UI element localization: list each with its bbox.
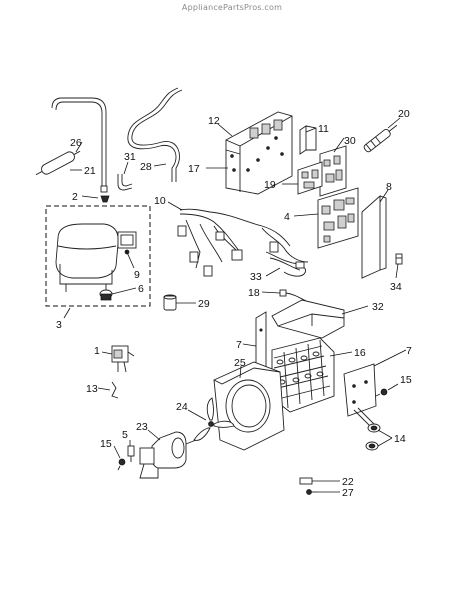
callout-9: 9 (134, 269, 140, 281)
callout-34: 34 (390, 281, 402, 293)
drier-part[interactable] (34, 147, 83, 179)
callout-14: 14 (394, 433, 406, 445)
callout-15-right: 15 (400, 374, 412, 386)
suction-tube-part[interactable] (51, 97, 108, 193)
callout-30: 30 (344, 135, 356, 147)
callout-10: 10 (154, 195, 166, 207)
evaporator-fan-motor-part[interactable] (139, 431, 197, 479)
callout-5: 5 (122, 429, 128, 441)
callout-23: 23 (136, 421, 148, 433)
callout-32: 32 (372, 301, 384, 313)
callout-11: 11 (318, 123, 329, 135)
capillary-tube-part[interactable] (127, 87, 183, 182)
compressor-part[interactable] (55, 223, 119, 292)
control-box-part[interactable] (225, 111, 293, 195)
electronic-control-board-part[interactable] (319, 145, 347, 197)
callout-3: 3 (56, 319, 62, 331)
callout-17: 17 (188, 163, 200, 175)
callout-20: 20 (398, 108, 410, 120)
callout-15-left: 15 (100, 438, 112, 450)
fan-blade-part[interactable] (193, 397, 235, 441)
tube-plug-part[interactable] (163, 294, 177, 311)
grommet-part[interactable] (100, 195, 110, 203)
screw-bottom-part[interactable] (306, 489, 319, 495)
sensor-bracket-part[interactable] (111, 345, 135, 373)
label-tag-part[interactable] (299, 477, 313, 485)
screw-left-part[interactable] (117, 458, 126, 471)
evaporator-cover-part[interactable] (271, 299, 345, 339)
callout-25: 25 (234, 357, 246, 369)
dispenser-control-board-part[interactable] (297, 161, 323, 195)
callout-8: 8 (386, 181, 392, 193)
temperature-thermistor-part[interactable] (363, 122, 399, 153)
compressor-grommet-part[interactable] (99, 289, 113, 301)
callout-18: 18 (248, 287, 260, 299)
callout-12: 12 (208, 115, 220, 127)
callout-27: 27 (342, 487, 354, 499)
callout-22: 22 (342, 476, 354, 488)
callout-16: 16 (354, 347, 366, 359)
callout-24: 24 (176, 401, 188, 413)
callout-6: 6 (138, 283, 144, 295)
mounting-clip-part[interactable] (395, 253, 403, 265)
relay-start-device-part[interactable] (117, 231, 137, 255)
process-tube-part[interactable] (117, 174, 133, 191)
callout-21: 21 (84, 165, 96, 177)
callout-26: 26 (70, 137, 82, 149)
fan-shroud-part[interactable] (213, 361, 285, 451)
leader-lines (63, 117, 407, 493)
evap-wire-harness-part[interactable] (261, 227, 309, 277)
callout-4: 4 (284, 211, 290, 223)
motor-bracket-part[interactable] (127, 445, 135, 462)
watermark-text: AppliancePartsPros.com (181, 3, 283, 12)
drain-tube-grommet-part[interactable] (353, 407, 381, 451)
control-bracket-part[interactable] (299, 125, 317, 155)
evaporator-side-panel-right[interactable] (343, 363, 377, 417)
main-control-board-part[interactable] (317, 187, 359, 249)
wiring-harness-part[interactable] (177, 208, 291, 277)
callout-28: 28 (140, 161, 152, 173)
wire-clip-part[interactable] (111, 381, 119, 399)
control-cover-bracket-part[interactable] (361, 194, 387, 279)
callout-labels: 26 21 2 31 28 10 12 17 11 30 20 19 8 4 9… (56, 108, 412, 499)
compressor-assembly-group (45, 205, 151, 307)
callout-7-left: 7 (236, 339, 242, 351)
callout-7-right: 7 (406, 345, 412, 357)
callout-19: 19 (264, 179, 276, 191)
callout-2: 2 (72, 191, 78, 203)
screw-right-part[interactable] (375, 388, 388, 397)
callout-13: 13 (86, 383, 98, 395)
callout-33: 33 (250, 271, 262, 283)
callout-31: 31 (124, 151, 136, 163)
callout-29: 29 (198, 298, 210, 310)
callout-1: 1 (94, 345, 100, 357)
